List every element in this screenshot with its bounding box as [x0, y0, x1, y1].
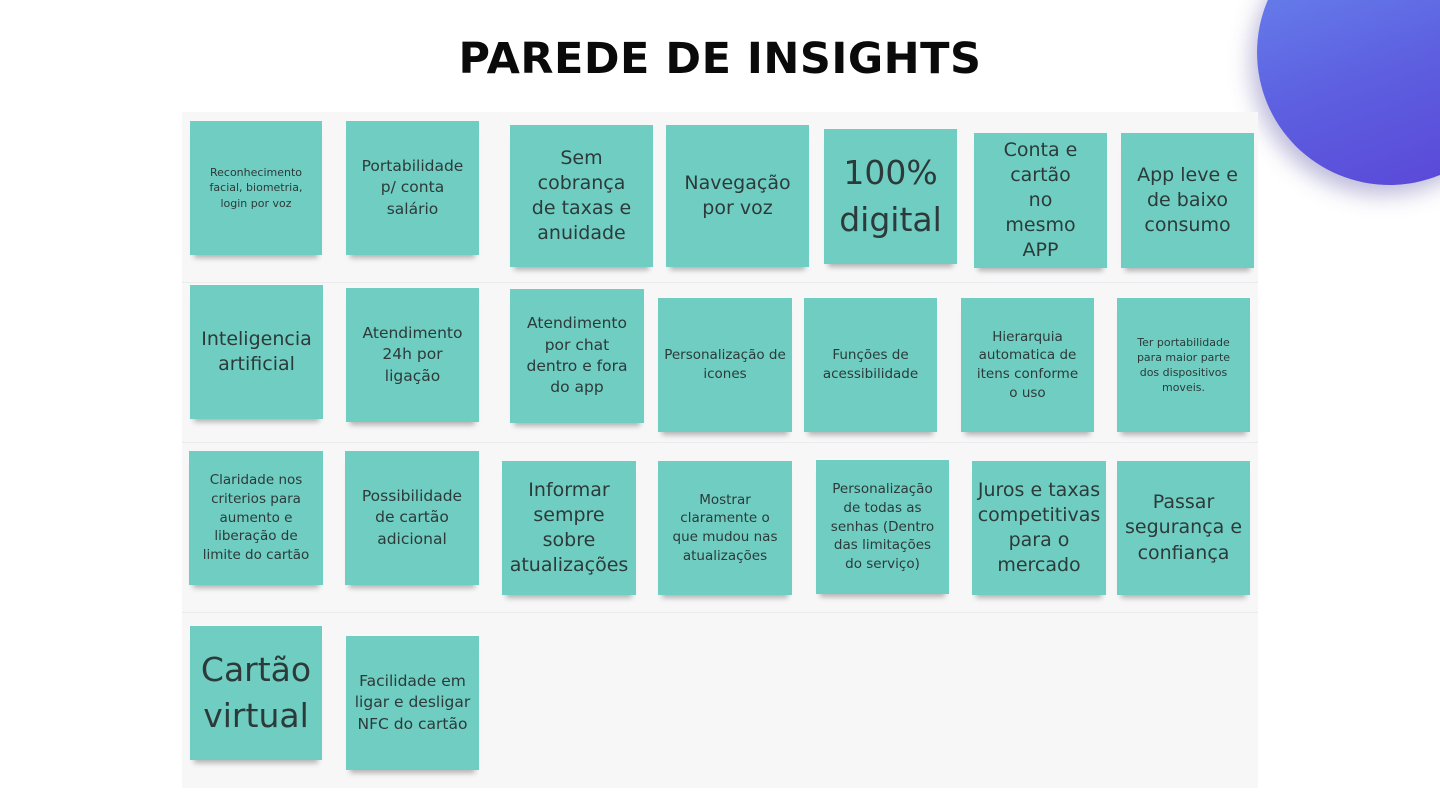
page-title: PAREDE DE INSIGHTS: [458, 34, 982, 84]
sticky-note-text: Atendimento por chat dentro e fora do ap…: [526, 314, 628, 397]
sticky-note[interactable]: Possibilidade de cartão adicional: [345, 451, 479, 585]
sticky-note-text: Facilidade em ligar e desligar NFC do ca…: [354, 671, 471, 733]
sticky-note[interactable]: Passar segurança e confiança: [1117, 461, 1250, 595]
sticky-note-text: Informar sempre sobre atualizações: [509, 478, 629, 577]
sticky-note[interactable]: Inteligencia artificial: [190, 285, 323, 419]
sticky-note[interactable]: Portabilidade p/ conta salário: [346, 121, 479, 255]
decorative-gradient-circle: [1257, 0, 1440, 185]
sticky-note-text: Juros e taxas competitivas para o mercad…: [977, 478, 1101, 577]
sticky-note-text: Conta e cartão no mesmo APP: [1003, 138, 1078, 262]
sticky-note[interactable]: Personalização de icones: [658, 298, 792, 432]
board-gridline: [182, 442, 1258, 443]
sticky-note-text: 100% digital: [839, 153, 942, 239]
board-gridline: [182, 612, 1258, 613]
sticky-note-text: Atendimento 24h por ligação: [362, 323, 463, 385]
sticky-note-text: Ter portabilidade para maior parte dos d…: [1136, 335, 1231, 395]
sticky-note-text: Sem cobrança de taxas e anuidade: [531, 146, 632, 245]
sticky-note-text: Cartão virtual: [200, 649, 312, 735]
sticky-note-text: Hierarquia automatica de itens conforme …: [976, 328, 1079, 401]
sticky-note-text: Inteligencia artificial: [201, 327, 312, 375]
sticky-note[interactable]: Navegação por voz: [666, 125, 809, 267]
sticky-note-text: Reconhecimento facial, biometria, login …: [209, 166, 303, 210]
sticky-note[interactable]: Cartão virtual: [190, 626, 322, 760]
sticky-note-text: Personalização de todas as senhas (Dentr…: [830, 481, 935, 572]
sticky-note[interactable]: 100% digital: [824, 129, 957, 264]
sticky-note-text: Navegação por voz: [684, 171, 791, 219]
sticky-note-text: Passar segurança e confiança: [1125, 491, 1243, 564]
sticky-note-text: Funções de acessibilidade: [822, 347, 919, 382]
sticky-note-text: App leve e de baixo consumo: [1137, 163, 1238, 237]
sticky-note[interactable]: Personalização de todas as senhas (Dentr…: [816, 460, 949, 594]
sticky-note-text: Personalização de icones: [664, 347, 786, 382]
sticky-note[interactable]: App leve e de baixo consumo: [1121, 133, 1254, 268]
sticky-note[interactable]: Facilidade em ligar e desligar NFC do ca…: [346, 636, 479, 770]
sticky-note[interactable]: Hierarquia automatica de itens conforme …: [961, 298, 1094, 432]
sticky-note[interactable]: Atendimento por chat dentro e fora do ap…: [510, 289, 644, 423]
sticky-note[interactable]: Funções de acessibilidade: [804, 298, 937, 432]
sticky-note-text: Mostrar claramente o que mudou nas atual…: [672, 491, 778, 564]
sticky-note[interactable]: Ter portabilidade para maior parte dos d…: [1117, 298, 1250, 432]
sticky-note-text: Possibilidade de cartão adicional: [361, 486, 463, 548]
sticky-note[interactable]: Atendimento 24h por ligação: [346, 288, 479, 422]
sticky-note[interactable]: Sem cobrança de taxas e anuidade: [510, 125, 653, 267]
sticky-note-text: Claridade nos criterios para aumento e l…: [202, 472, 310, 563]
sticky-note-text: Portabilidade p/ conta salário: [361, 156, 464, 218]
sticky-note[interactable]: Mostrar claramente o que mudou nas atual…: [658, 461, 792, 595]
sticky-note[interactable]: Conta e cartão no mesmo APP: [974, 133, 1107, 268]
sticky-note[interactable]: Claridade nos criterios para aumento e l…: [189, 451, 323, 585]
sticky-note[interactable]: Reconhecimento facial, biometria, login …: [190, 121, 322, 255]
sticky-note[interactable]: Juros e taxas competitivas para o mercad…: [972, 461, 1106, 595]
board-gridline: [182, 282, 1258, 283]
sticky-note[interactable]: Informar sempre sobre atualizações: [502, 461, 636, 595]
